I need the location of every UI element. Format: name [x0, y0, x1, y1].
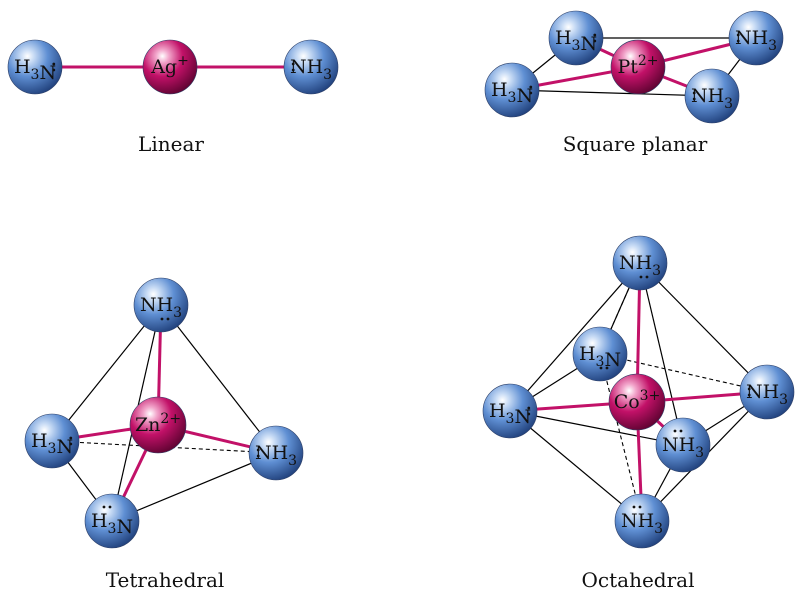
octahedral-ligand-label-2: H3N	[489, 400, 531, 428]
octahedral-metal-ion: Co3+	[608, 373, 666, 431]
octahedral-ligand-label-3-lone-pair	[747, 387, 751, 397]
square-planar-ligand-label-1: NH3	[735, 27, 777, 54]
octahedral-ligand-5: NH3	[614, 493, 670, 549]
octahedral-edge-0	[509, 262, 641, 412]
octahedral-ligand-label-3: NH3	[746, 381, 788, 408]
tetrahedral-ligand-label-1: H3N	[31, 430, 73, 458]
tetrahedral-edge-0	[51, 304, 162, 442]
tetrahedral-ligand-label-2: NH3	[255, 442, 297, 469]
octahedral-ligand-label-1: H3N	[579, 343, 621, 371]
octahedral-caption: Octahedral	[582, 568, 695, 592]
tetrahedral-caption: Tetrahedral	[106, 568, 225, 592]
square-planar-caption: Square planar	[563, 132, 708, 156]
tetrahedral-metal-symbol: Zn2+	[135, 411, 181, 436]
octahedral-edge-2	[639, 262, 684, 446]
octahedral-ligand-0: NH3	[612, 235, 668, 291]
square-planar-ligand-label-0-lone-pair	[593, 33, 597, 43]
octahedral-ligand-label-0-lone-pair	[639, 275, 649, 279]
octahedral-edge-5	[509, 410, 643, 522]
tetrahedral-ligand-label-2-lone-pair	[256, 448, 260, 458]
linear-metal-ion: Ag+	[142, 39, 198, 95]
octahedral-ligand-label-5-lone-pair	[632, 505, 642, 509]
tetrahedral-ligand-2: NH3	[248, 425, 304, 481]
square-planar-ligand-label-0: H3N	[555, 27, 597, 55]
square-planar-ligand-0: H3N	[548, 10, 604, 66]
octahedral-edge-1	[639, 262, 768, 393]
square-planar-metal-symbol: Pt2+	[617, 53, 658, 78]
octahedral-ligand-4: NH3	[655, 417, 711, 473]
square-planar-ligand-label-3-lone-pair	[692, 91, 696, 101]
octahedral-ligand-label-4-lone-pair	[673, 429, 683, 433]
linear-ligand-label-0-lone-pair	[52, 62, 56, 72]
tetrahedral-ligand-1: H3N	[24, 413, 80, 469]
linear-ligand-label-1-lone-pair	[291, 62, 295, 72]
tetrahedral-edge-4	[111, 452, 277, 522]
linear-ligand-label-0: H3N	[14, 56, 56, 84]
octahedral-dashed-edge-2	[599, 353, 643, 522]
linear-ligand-label-1: NH3	[290, 56, 332, 83]
square-planar-edge-1	[511, 89, 713, 97]
square-planar-ligand-label-2-lone-pair	[529, 85, 533, 95]
octahedral-ligand-label-2-lone-pair	[527, 406, 531, 416]
square-planar-ligand-3: NH3	[684, 68, 740, 124]
tetrahedral-ligand-3: H3N	[84, 493, 140, 549]
linear-caption: Linear	[138, 132, 204, 156]
octahedral-ligand-label-1-lone-pair	[599, 366, 609, 370]
octahedral-metal-symbol: Co3+	[614, 388, 661, 413]
square-planar-ligand-label-1-lone-pair	[736, 33, 740, 43]
octahedral-edge-3	[509, 410, 684, 446]
tetrahedral-ligand-label-0-lone-pair	[160, 317, 170, 321]
square-planar-ligand-1: NH3	[728, 10, 784, 66]
tetrahedral-metal-ion: Zn2+	[129, 396, 187, 454]
square-planar-ligand-label-3: NH3	[691, 85, 733, 112]
octahedral-dashed-edge-0	[599, 353, 768, 393]
tetrahedral-ligand-0: NH3	[133, 277, 189, 333]
square-planar-ligand-2: H3N	[484, 62, 540, 118]
tetrahedral-ligand-label-1-lone-pair	[69, 436, 73, 446]
octahedral-ligand-1: H3N	[572, 326, 628, 382]
linear-ligand-1: NH3	[283, 39, 339, 95]
linear-metal-symbol: Ag+	[150, 53, 189, 78]
square-planar-ligand-label-2: H3N	[491, 79, 533, 107]
square-planar-metal-ion: Pt2+	[610, 39, 666, 95]
octahedral-ligand-3: NH3	[739, 364, 795, 420]
tetrahedral-edge-1	[160, 304, 277, 454]
tetrahedral-ligand-label-3-lone-pair	[102, 505, 112, 509]
octahedral-ligand-label-5: NH3	[621, 510, 663, 537]
tetrahedral-ligand-label-3: H3N	[91, 510, 133, 538]
octahedral-ligand-label-4: NH3	[662, 434, 704, 461]
octahedral-ligand-label-0: NH3	[619, 252, 661, 279]
linear-ligand-0: H3N	[7, 39, 63, 95]
octahedral-ligand-2: H3N	[482, 383, 538, 439]
tetrahedral-ligand-label-0: NH3	[140, 294, 182, 321]
